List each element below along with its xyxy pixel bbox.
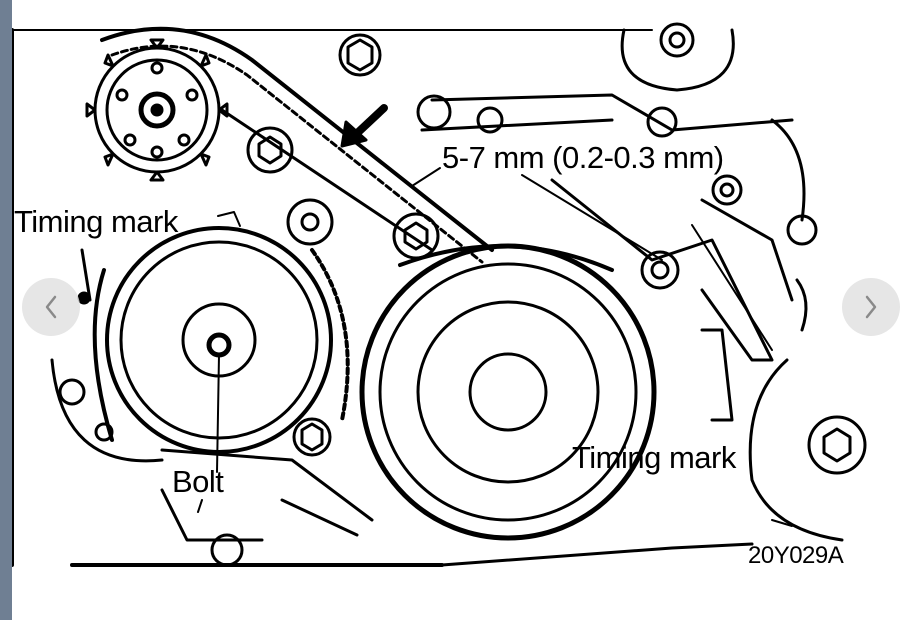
chevron-left-icon xyxy=(45,295,57,319)
upper-bolt xyxy=(338,33,382,77)
idler-pulleys xyxy=(246,126,440,260)
chevron-right-icon xyxy=(865,295,877,319)
belt-deflection-label: 5-7 mm (0.2-0.3 mm) xyxy=(442,140,724,175)
right-lower-pulley xyxy=(748,358,867,542)
figure-code: 20Y029A xyxy=(748,542,844,569)
next-image-button[interactable] xyxy=(842,278,900,336)
upper-right-pulley xyxy=(620,22,735,92)
tensioner xyxy=(550,178,774,362)
timing-belt-figure: 5-7 mm (0.2-0.3 mm) Timing mark Timing m… xyxy=(12,0,924,620)
camshaft-sprocket xyxy=(85,38,229,182)
previous-image-button[interactable] xyxy=(22,278,80,336)
crankshaft-pulley xyxy=(359,243,657,541)
timing-mark-lower-label: Timing mark xyxy=(572,440,736,475)
bolt-label: Bolt xyxy=(172,464,224,499)
viewer-left-edge xyxy=(0,0,12,620)
engine-timing-diagram xyxy=(12,22,867,567)
timing-mark-upper-label: Timing mark xyxy=(14,204,178,239)
left-pulley xyxy=(105,226,333,473)
